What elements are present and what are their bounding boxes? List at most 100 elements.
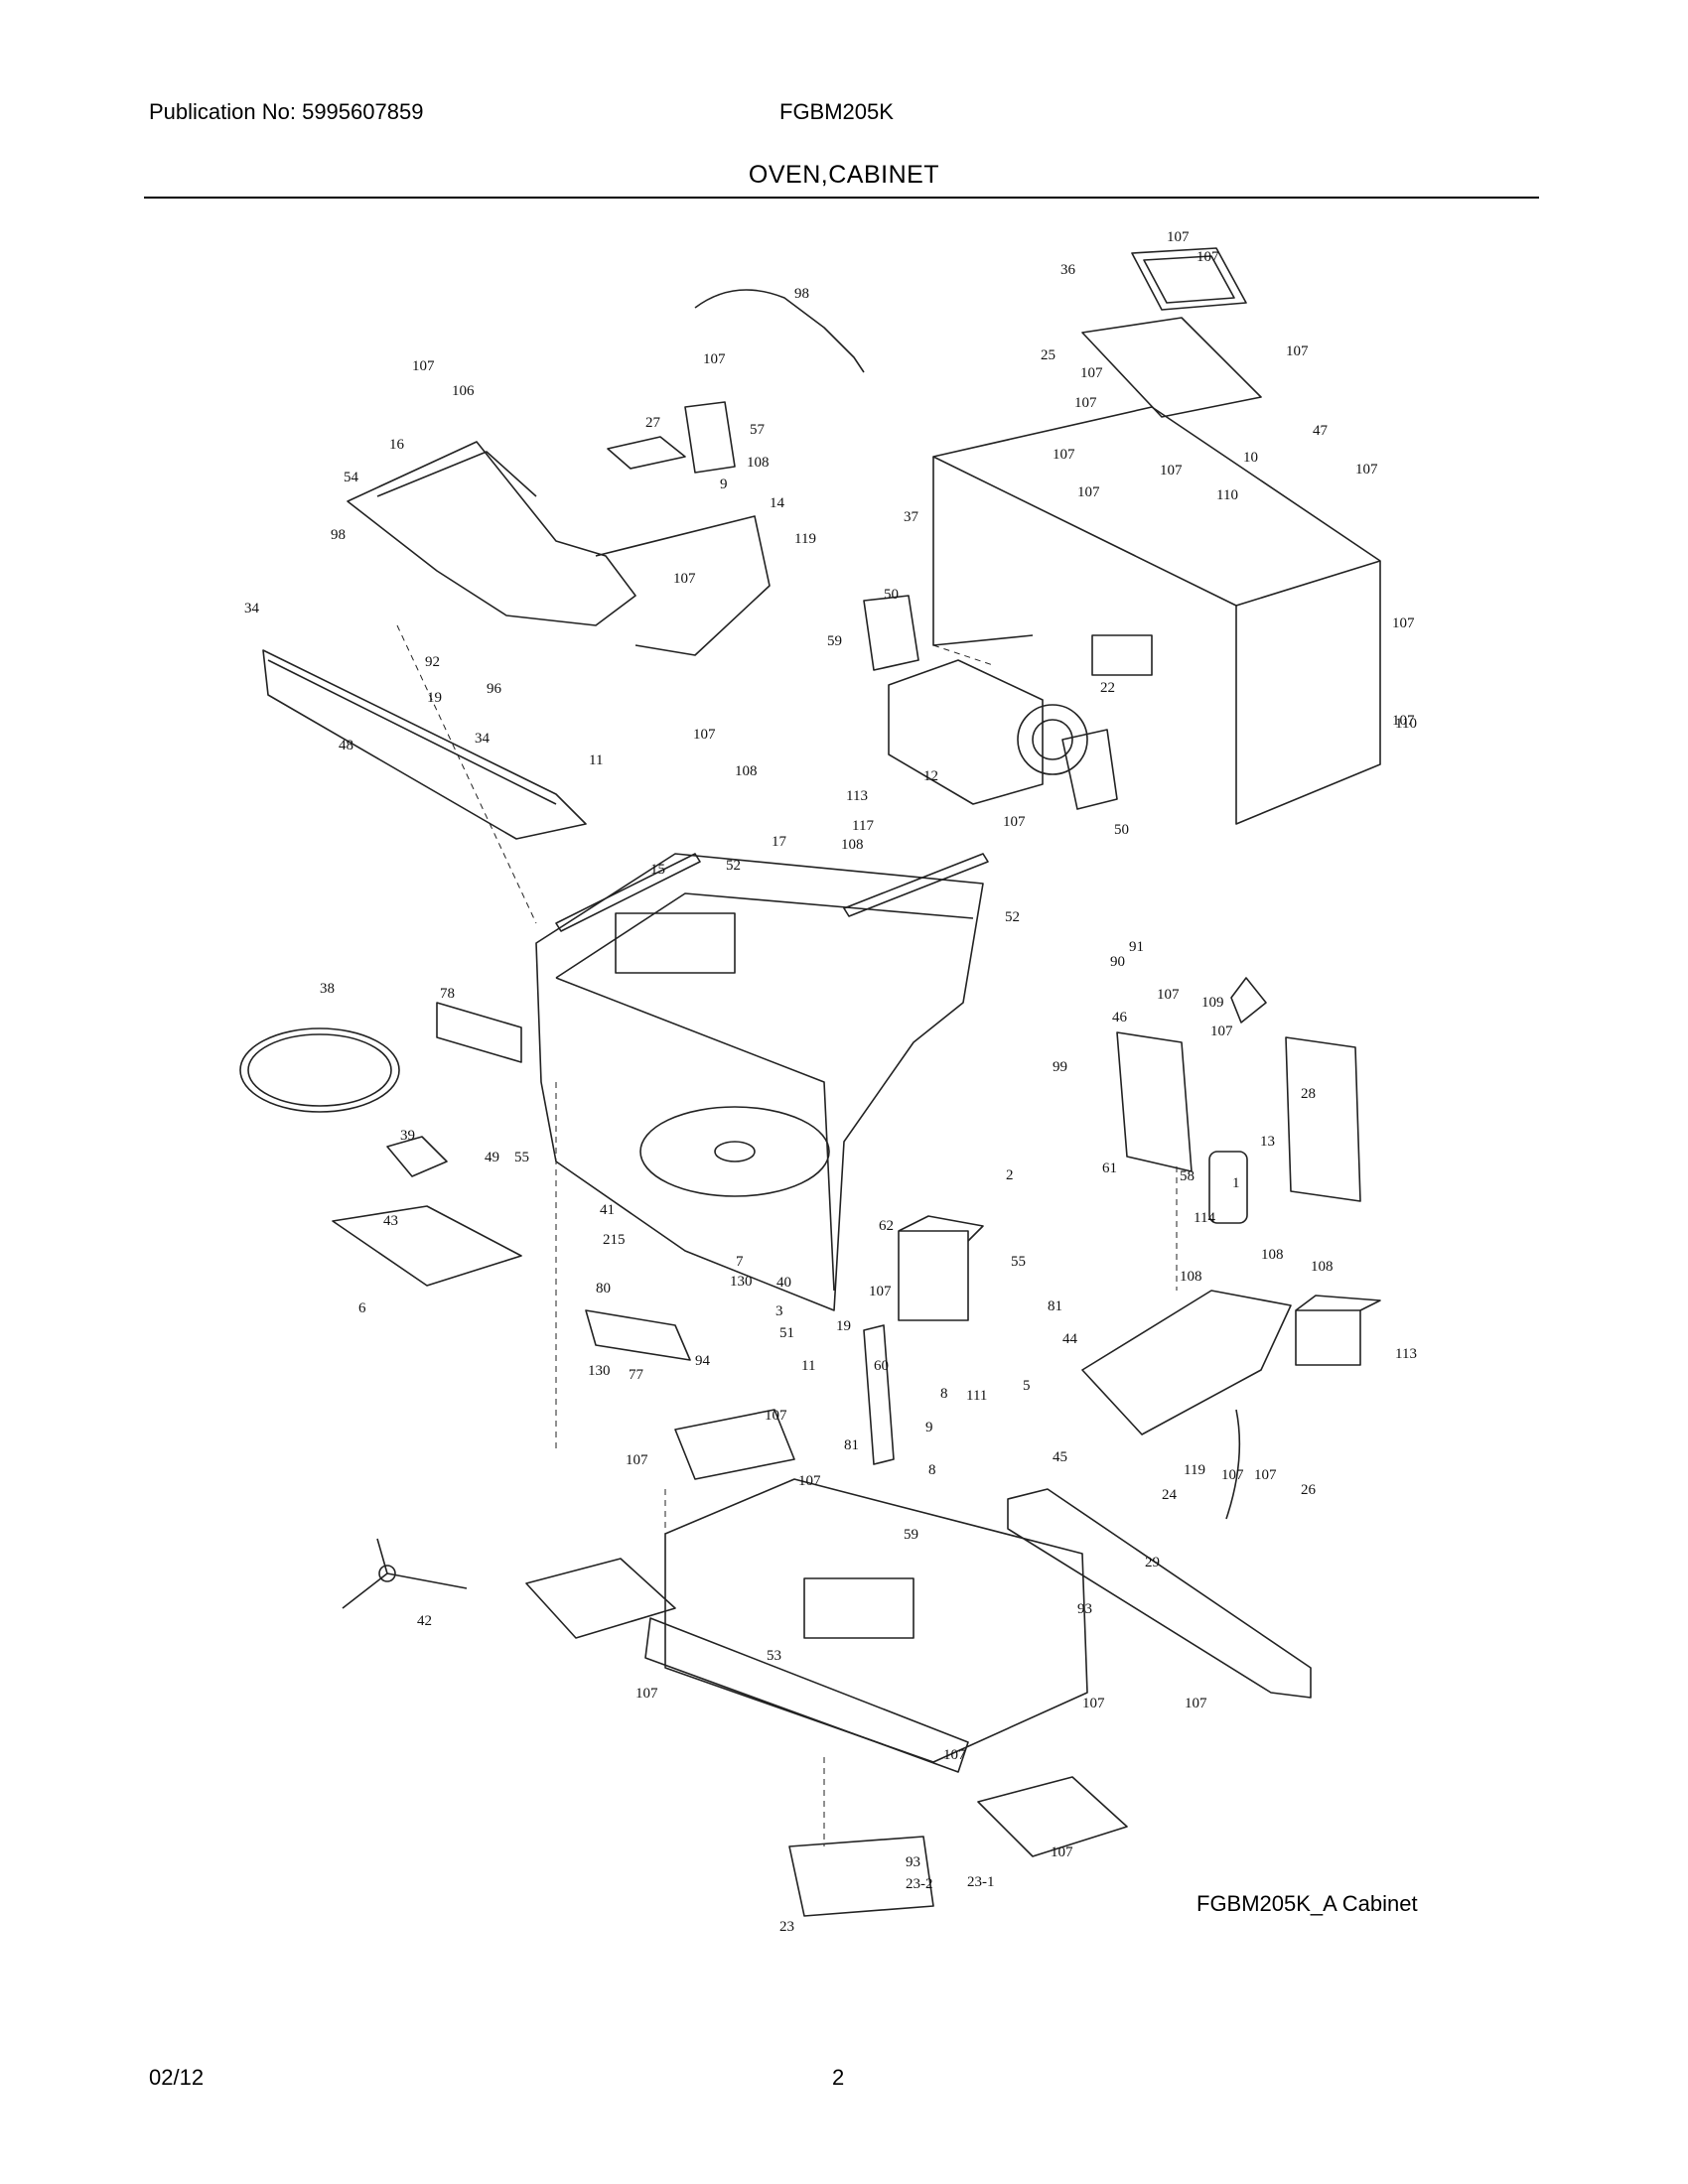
callout-107: 107 xyxy=(1221,1467,1244,1483)
callout-11: 11 xyxy=(589,752,603,768)
callout-14: 14 xyxy=(770,495,785,511)
callout-19: 19 xyxy=(836,1318,851,1334)
callout-8: 8 xyxy=(928,1462,936,1478)
callout-7: 7 xyxy=(736,1254,744,1270)
callout-39: 39 xyxy=(400,1128,415,1144)
callout-107: 107 xyxy=(412,358,435,374)
callout-107: 107 xyxy=(1196,249,1219,265)
callout-81: 81 xyxy=(844,1437,859,1453)
callout-107: 107 xyxy=(1082,1696,1105,1711)
callout-49: 49 xyxy=(485,1150,499,1165)
part-side-rail xyxy=(1007,1488,1312,1699)
callout-107: 107 xyxy=(1077,484,1100,500)
callout-107: 107 xyxy=(1254,1467,1277,1483)
callout-107: 107 xyxy=(1160,463,1183,478)
callout-117: 117 xyxy=(852,818,874,834)
callout-107: 107 xyxy=(1167,229,1190,245)
callout-92: 92 xyxy=(425,654,440,670)
callout-59: 59 xyxy=(904,1527,918,1543)
callout-80: 80 xyxy=(596,1281,611,1297)
callout-111: 111 xyxy=(966,1388,987,1404)
callout-109: 109 xyxy=(1201,995,1224,1011)
part-gasket-upper xyxy=(863,595,919,671)
callout-110: 110 xyxy=(1395,716,1417,732)
callout-107: 107 xyxy=(765,1408,787,1424)
part-hinge-bracket xyxy=(585,1309,691,1361)
callout-114: 114 xyxy=(1194,1210,1215,1226)
callout-28: 28 xyxy=(1301,1086,1316,1102)
callout-25: 25 xyxy=(1041,347,1055,363)
callout-107: 107 xyxy=(693,727,716,743)
part-light-cover xyxy=(788,1836,934,1917)
callout-108: 108 xyxy=(735,763,758,779)
callout-34: 34 xyxy=(475,731,491,747)
callout-106: 106 xyxy=(452,383,475,399)
callout-48: 48 xyxy=(339,738,353,753)
part-roller-ring xyxy=(239,1027,400,1113)
callout-1: 1 xyxy=(1232,1175,1240,1191)
callout-107: 107 xyxy=(673,571,696,587)
callout-23: 23 xyxy=(779,1919,794,1935)
callout-108: 108 xyxy=(747,455,770,471)
callout-107: 107 xyxy=(1157,987,1180,1003)
callout-107: 107 xyxy=(1286,343,1309,359)
callout-113: 113 xyxy=(846,788,868,804)
callout-13: 13 xyxy=(1260,1134,1275,1150)
callout-16: 16 xyxy=(389,437,405,453)
callout-107: 107 xyxy=(1051,1844,1073,1860)
callout-11: 11 xyxy=(801,1358,815,1374)
callout-47: 47 xyxy=(1313,423,1329,439)
callout-110: 110 xyxy=(1216,487,1238,503)
callout-107: 107 xyxy=(635,1686,658,1702)
page-title: OVEN,CABINET xyxy=(748,161,940,189)
part-rail-left xyxy=(555,853,701,932)
callout-99: 99 xyxy=(1053,1059,1067,1075)
callout-107: 107 xyxy=(1392,615,1415,631)
callout-98: 98 xyxy=(331,527,346,543)
callout-108: 108 xyxy=(1261,1247,1284,1263)
callout-55: 55 xyxy=(1011,1254,1026,1270)
callout-119: 119 xyxy=(1184,1462,1205,1478)
part-latch-assembly xyxy=(674,1409,795,1480)
callout-50: 50 xyxy=(1114,822,1129,838)
callout-107: 107 xyxy=(1185,1696,1207,1711)
callout-98: 98 xyxy=(794,286,809,302)
callout-5: 5 xyxy=(1023,1378,1031,1394)
part-blower-motor xyxy=(888,659,1088,805)
callout-93: 93 xyxy=(906,1854,920,1870)
callout-107: 107 xyxy=(943,1747,966,1763)
callout-93: 93 xyxy=(1077,1601,1092,1617)
callout-23-2: 23-2 xyxy=(906,1876,933,1892)
callout-107: 107 xyxy=(1074,395,1097,411)
callout-215: 215 xyxy=(603,1232,626,1248)
callout-119: 119 xyxy=(794,531,816,547)
callout-54: 54 xyxy=(344,470,359,485)
part-rail-right xyxy=(843,853,989,917)
part-vent-cover xyxy=(1131,247,1247,311)
footer-date: 02/12 xyxy=(149,2065,205,2090)
header-divider xyxy=(144,197,1539,199)
callout-8: 8 xyxy=(940,1386,948,1402)
callout-38: 38 xyxy=(320,981,335,997)
callout-55: 55 xyxy=(514,1150,529,1165)
part-front-trim xyxy=(644,1617,969,1773)
part-filter-plate xyxy=(436,1002,522,1063)
callout-94: 94 xyxy=(695,1353,711,1369)
callout-34: 34 xyxy=(244,601,260,616)
callout-108: 108 xyxy=(1311,1259,1334,1275)
part-circuit-cover xyxy=(1285,1036,1361,1202)
callout-44: 44 xyxy=(1062,1331,1078,1347)
callout-15: 15 xyxy=(650,862,665,878)
callout-90: 90 xyxy=(1110,954,1125,970)
callout-12: 12 xyxy=(923,768,938,784)
callout-107: 107 xyxy=(1392,713,1415,729)
callout-107: 107 xyxy=(1053,447,1075,463)
part-gasket-lower xyxy=(1061,729,1118,810)
part-grease-filter-right xyxy=(977,1776,1128,1857)
callout-29: 29 xyxy=(1145,1555,1160,1570)
callout-26: 26 xyxy=(1301,1482,1317,1498)
part-transformer xyxy=(1295,1295,1381,1366)
callout-107: 107 xyxy=(703,351,726,367)
callout-107: 107 xyxy=(1003,814,1026,830)
callout-42: 42 xyxy=(417,1613,432,1629)
